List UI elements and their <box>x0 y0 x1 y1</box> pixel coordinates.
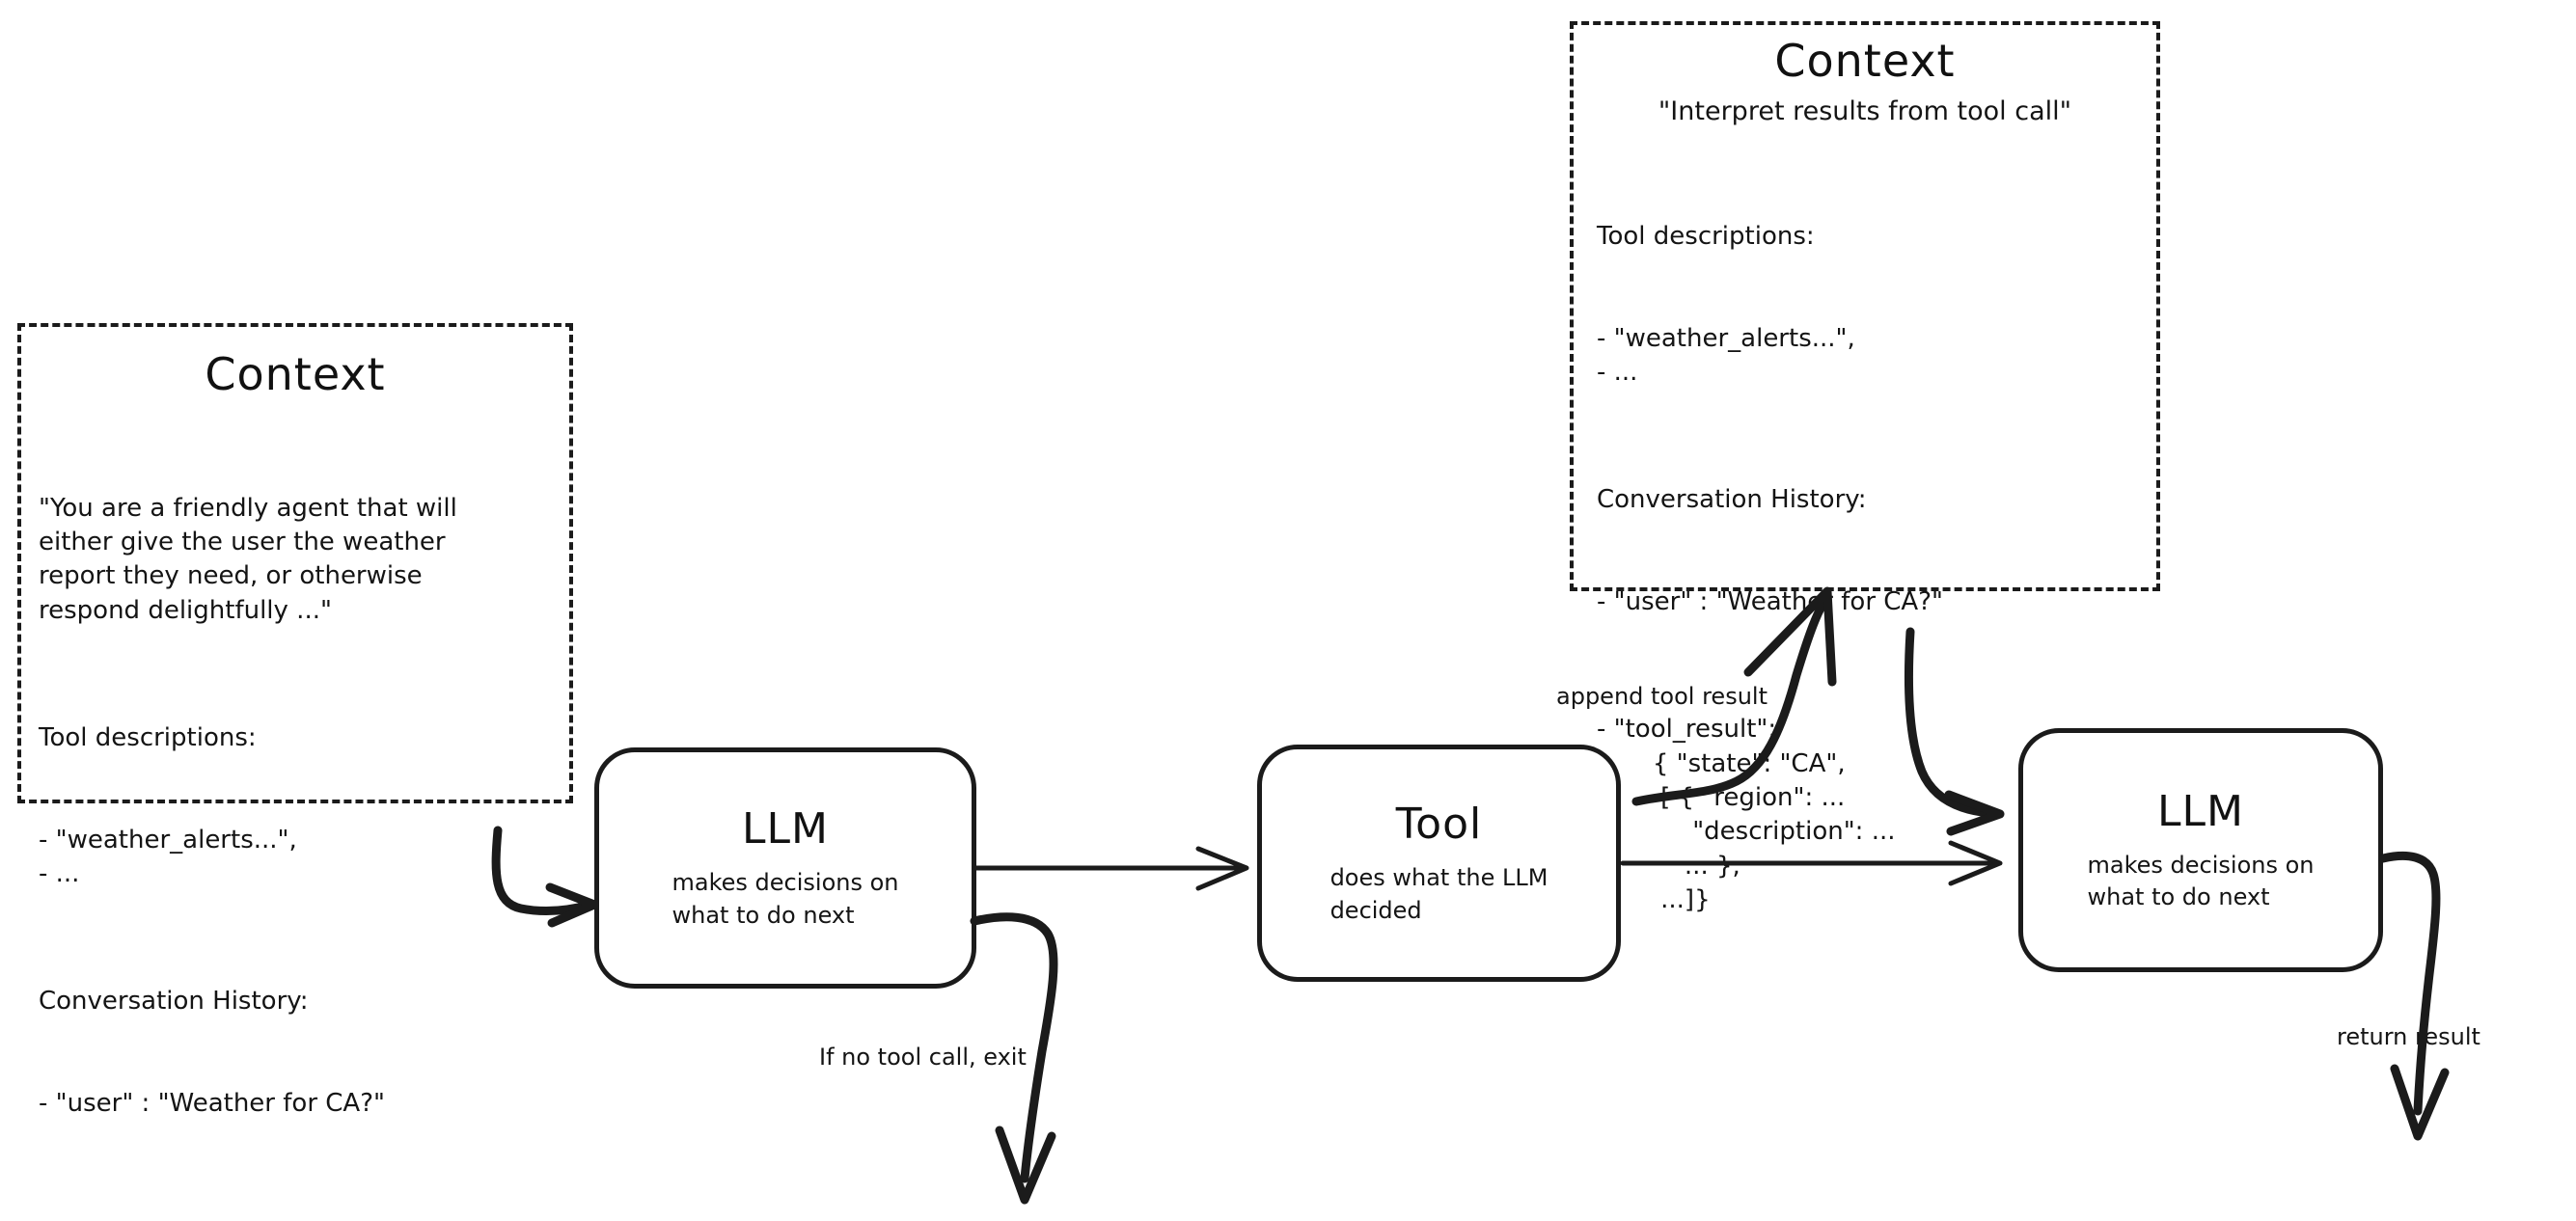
node-llm-second-title: LLM <box>2157 786 2244 836</box>
context-left-body: "You are a friendly agent that will eith… <box>39 423 569 1190</box>
context-right-conversation-user: - "user" : "Weather for CA?" <box>1597 587 1943 617</box>
context-left-conversation-heading: Conversation History: <box>39 987 309 1017</box>
context-right-tool-descriptions-items: - "weather_alerts...", - ... <box>1597 323 1855 388</box>
context-right-conversation-heading: Conversation History: <box>1597 485 1867 515</box>
context-right-title: Context <box>1774 35 1956 87</box>
node-llm-second[interactable]: LLM makes decisions on what to do next <box>2018 728 2383 972</box>
edge-label-if-no-tool-call-exit: If no tool call, exit <box>819 1044 1027 1071</box>
context-left-tool-descriptions-items: - "weather_alerts...", - ... <box>39 825 297 889</box>
context-left-conversation-items: - "user" : "Weather for CA?" <box>39 1089 385 1119</box>
node-tool-title: Tool <box>1395 800 1483 850</box>
node-llm-first[interactable]: LLM makes decisions on what to do next <box>594 747 976 989</box>
context-left-tool-descriptions-heading: Tool descriptions: <box>39 722 257 752</box>
node-llm-first-title: LLM <box>742 804 829 855</box>
edge-label-append-tool-result: append tool result <box>1556 683 1768 710</box>
context-left-title: Context <box>205 348 386 400</box>
context-box-after-tool: Context "Interpret results from tool cal… <box>1570 21 2160 914</box>
node-llm-second-subtitle: makes decisions on what to do next <box>2087 851 2315 910</box>
node-tool[interactable]: Tool does what the LLM decided <box>1257 745 1621 982</box>
context-right-tool-descriptions-heading: Tool descriptions: <box>1597 221 1815 251</box>
node-llm-first-subtitle: makes decisions on what to do next <box>671 869 899 929</box>
arrow-llm-first-to-tool <box>973 846 1249 891</box>
context-left-system-prompt: "You are a friendly agent that will eith… <box>39 493 457 625</box>
context-right-subtitle: "Interpret results from tool call" <box>1658 96 2072 126</box>
arrow-llm-second-return-result <box>2378 851 2450 1141</box>
context-box-initial: Context "You are a friendly agent that w… <box>17 323 573 1118</box>
edge-label-return-result: return result <box>2337 1023 2480 1050</box>
node-tool-subtitle: does what the LLM decided <box>1329 864 1548 924</box>
